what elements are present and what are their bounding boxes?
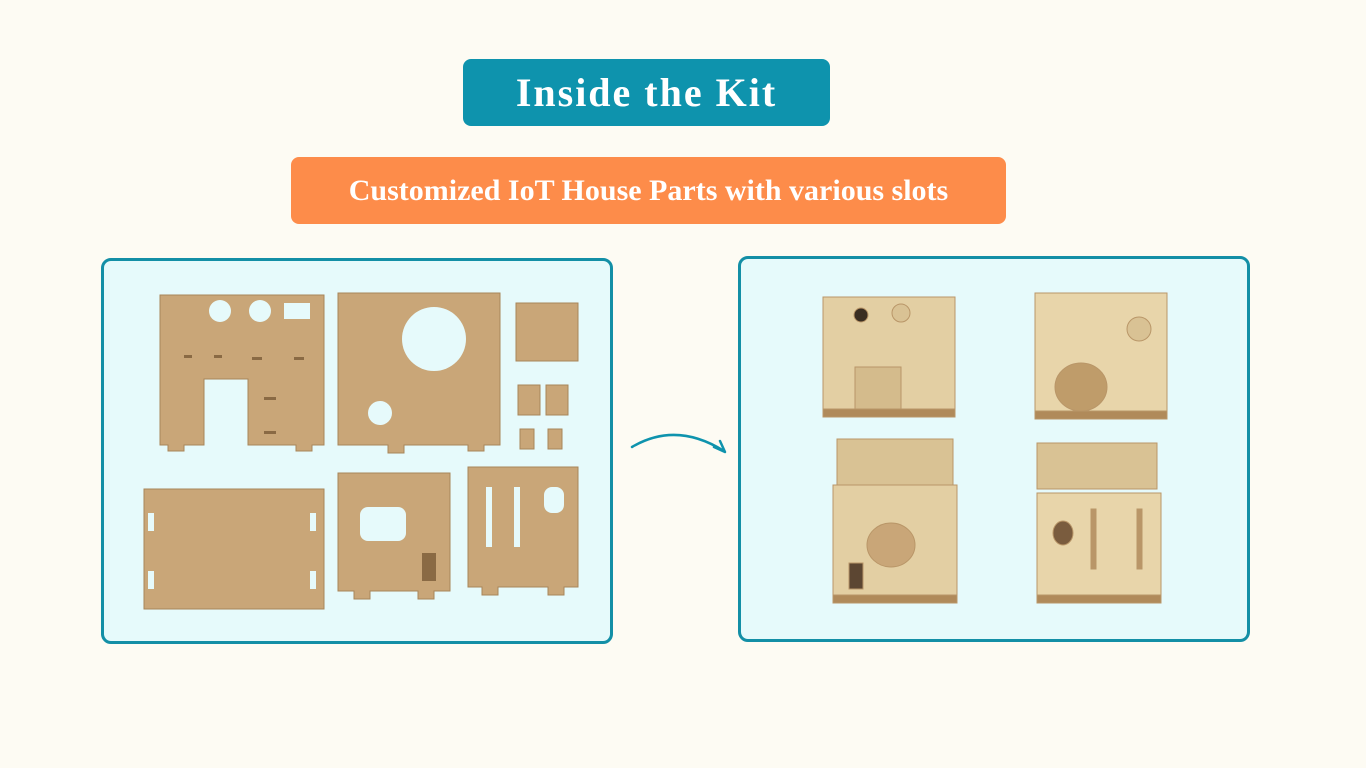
house-view-open-left <box>832 438 958 604</box>
assembled-house-panel <box>738 256 1250 642</box>
part-bracket-1 <box>517 384 541 416</box>
part-front-wall <box>159 294 325 452</box>
title-badge: Inside the Kit <box>463 59 830 126</box>
house-view-front <box>822 296 956 418</box>
page-title: Inside the Kit <box>515 70 778 115</box>
house-view-back <box>1034 292 1168 420</box>
flat-parts-panel <box>101 258 613 644</box>
part-clip-2 <box>547 428 563 450</box>
house-view-open-right <box>1036 442 1162 604</box>
flat-parts-illustration <box>143 292 579 610</box>
part-bracket-2 <box>545 384 569 416</box>
part-rear-wall <box>467 466 579 596</box>
curved-arrow-right-icon <box>630 433 727 454</box>
assembled-house-illustration <box>822 292 1168 604</box>
page-subtitle: Customized IoT House Parts with various … <box>348 173 949 207</box>
part-clip-1 <box>519 428 535 450</box>
part-small-plate <box>515 302 579 362</box>
subtitle-badge: Customized IoT House Parts with various … <box>291 157 1006 224</box>
part-base-plate <box>143 488 325 610</box>
